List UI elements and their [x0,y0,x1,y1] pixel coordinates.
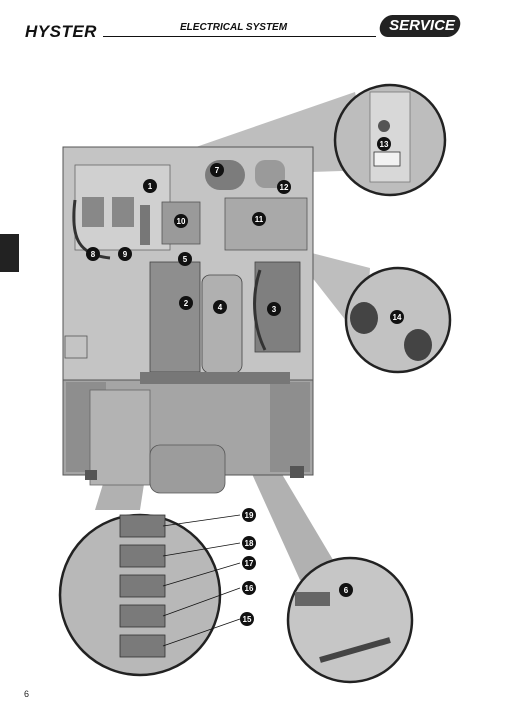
horn-7 [205,160,245,190]
svg-text:5: 5 [183,255,188,264]
callout-6: 6 [339,583,353,597]
callout-5: 5 [178,252,192,266]
callout-7: 7 [210,163,224,177]
callout-10: 10 [174,214,188,228]
contactor-3 [254,261,301,353]
callout-17: 17 [242,556,256,570]
svg-text:12: 12 [280,183,289,192]
pump-motor-4 [201,274,243,374]
svg-text:3: 3 [272,305,277,314]
callout-14: 14 [390,310,404,324]
controller-11 [224,197,308,251]
svg-text:9: 9 [123,250,128,259]
svg-text:16: 16 [245,584,254,593]
drive-wheel [149,444,226,494]
svg-text:6: 6 [344,586,349,595]
callout-16: 16 [242,581,256,595]
callout-13: 13 [377,137,391,151]
callout-3: 3 [267,302,281,316]
detail-6-circle [286,556,414,684]
svg-text:14: 14 [393,313,402,322]
callout-9: 9 [118,247,132,261]
svg-text:17: 17 [245,559,254,568]
svg-text:2: 2 [184,299,189,308]
key-switch [378,120,390,132]
motor-2 [149,261,201,373]
brand-logo: HYSTER [25,22,97,41]
svg-text:19: 19 [245,511,254,520]
warning-label [373,151,401,167]
page-number: 6 [24,689,30,699]
callout-12: 12 [277,180,291,194]
svg-text:13: 13 [380,140,389,149]
svg-text:18: 18 [245,539,254,548]
callout-11: 11 [252,212,266,226]
callout-18: 18 [242,536,256,550]
section-title: ELECTRICAL SYSTEM [180,22,288,33]
svg-text:1: 1 [148,182,153,191]
svg-text:11: 11 [255,215,264,224]
svg-text:4: 4 [218,303,223,312]
callout-8: 8 [86,247,100,261]
callout-2: 2 [179,296,193,310]
callout-4: 4 [213,300,227,314]
svg-text:7: 7 [215,166,220,175]
svg-text:10: 10 [177,217,186,226]
service-badge-label: SERVICE [389,17,455,34]
svg-text:8: 8 [91,250,96,259]
header-rule [103,36,376,37]
callout-1: 1 [143,179,157,193]
callout-19: 19 [242,508,256,522]
svg-text:15: 15 [243,615,252,624]
callout-15: 15 [240,612,254,626]
chapter-tab [0,234,19,272]
